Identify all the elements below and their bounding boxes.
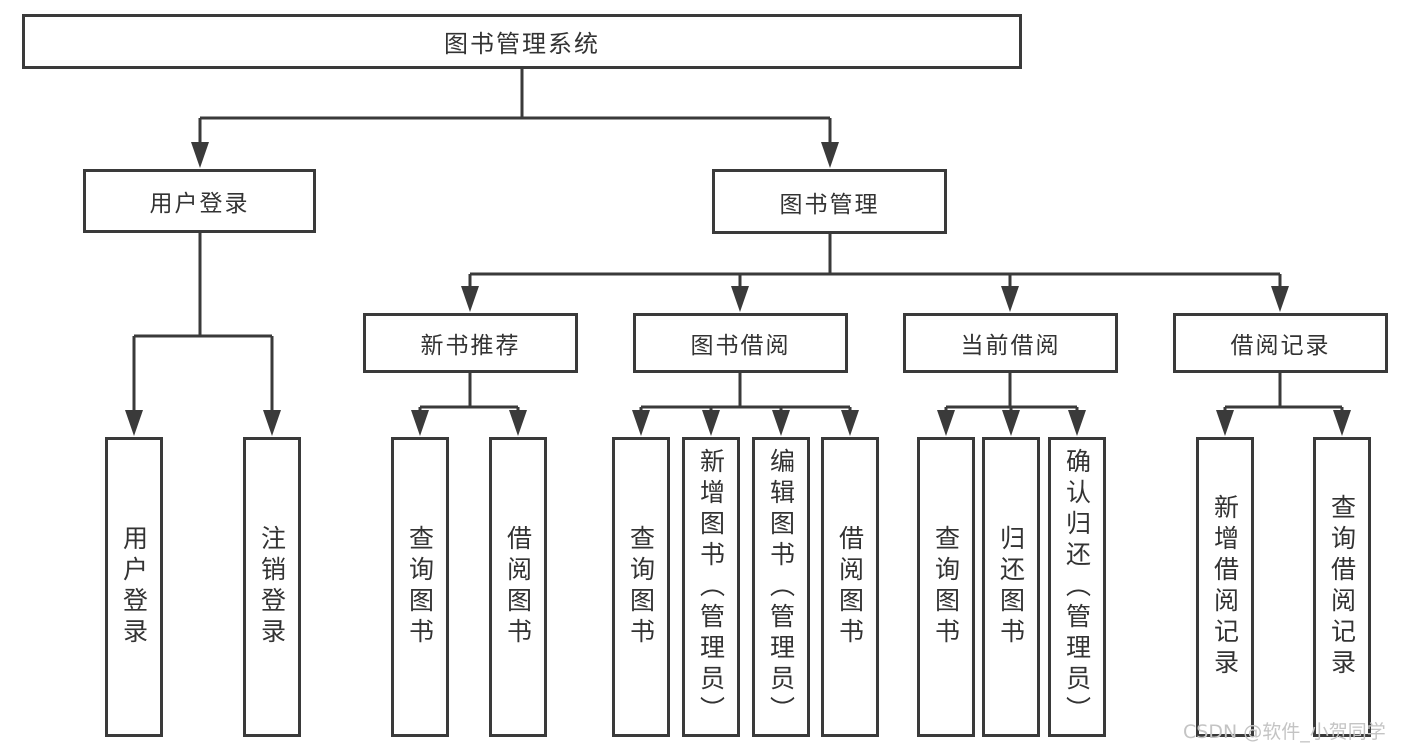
leaf-query-borrow-record-label: 查询借阅记录 (1327, 494, 1357, 680)
leaf-return-book-label: 归还图书 (996, 525, 1026, 649)
leaf-user-login: 用户登录 (105, 437, 163, 737)
node-borrowing-records: 借阅记录 (1173, 313, 1388, 373)
leaf-query-books-borrow-label: 查询图书 (626, 525, 656, 649)
node-borrowing-records-label: 借阅记录 (1230, 333, 1331, 359)
leaf-query-books-current: 查询图书 (917, 437, 975, 737)
leaf-return-book: 归还图书 (982, 437, 1040, 737)
leaf-borrow-books-label: 借阅图书 (835, 525, 865, 649)
leaf-add-borrow-record: 新增借阅记录 (1196, 437, 1254, 737)
node-book-management-label: 图书管理 (779, 191, 880, 218)
node-new-book-recommendation-label: 新书推荐 (420, 333, 521, 359)
node-book-management: 图书管理 (712, 169, 947, 234)
leaf-query-books-recommend-label: 查询图书 (405, 525, 435, 649)
node-current-borrowing: 当前借阅 (903, 313, 1118, 373)
arrowheads (125, 142, 1351, 436)
node-book-borrowing: 图书借阅 (633, 313, 848, 373)
leaf-confirm-return-admin-label: 确认归还（管理员） (1062, 447, 1092, 727)
leaf-confirm-return-admin: 确认归还（管理员） (1048, 437, 1106, 737)
node-root-label: 图书管理系统 (444, 30, 600, 58)
leaf-add-book-admin-label: 新增图书（管理员） (696, 447, 726, 727)
leaf-user-login-label: 用户登录 (119, 525, 149, 649)
node-new-book-recommendation: 新书推荐 (363, 313, 578, 373)
leaf-borrow-books-recommend-label: 借阅图书 (503, 525, 533, 649)
leaf-query-books-current-label: 查询图书 (931, 525, 961, 649)
csdn-watermark: CSDN @软件_小贺同学 (1183, 721, 1386, 743)
node-root: 图书管理系统 (22, 14, 1022, 69)
node-user-login-label: 用户登录 (149, 191, 250, 217)
leaf-add-borrow-record-label: 新增借阅记录 (1210, 494, 1240, 680)
leaf-query-books-recommend: 查询图书 (391, 437, 449, 737)
leaf-add-book-admin: 新增图书（管理员） (682, 437, 740, 737)
leaf-logout-label: 注销登录 (257, 525, 287, 649)
leaf-query-books-borrow: 查询图书 (612, 437, 670, 737)
leaf-borrow-books-recommend: 借阅图书 (489, 437, 547, 737)
node-book-borrowing-label: 图书借阅 (690, 333, 791, 359)
node-current-borrowing-label: 当前借阅 (960, 333, 1061, 359)
leaf-edit-book-admin: 编辑图书（管理员） (752, 437, 810, 737)
node-user-login: 用户登录 (83, 169, 316, 233)
leaf-borrow-books: 借阅图书 (821, 437, 879, 737)
leaf-logout: 注销登录 (243, 437, 301, 737)
leaf-query-borrow-record: 查询借阅记录 (1313, 437, 1371, 737)
leaf-edit-book-admin-label: 编辑图书（管理员） (766, 447, 796, 727)
